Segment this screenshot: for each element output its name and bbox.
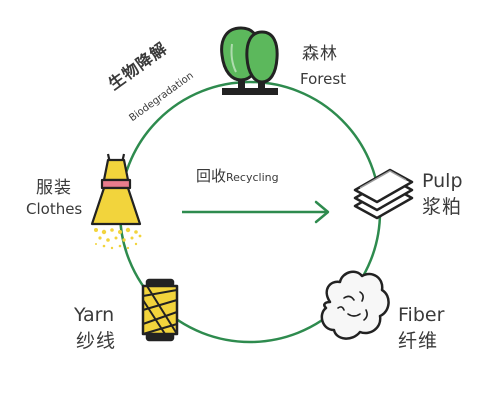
pulp-label-zh: 浆粕	[422, 196, 463, 218]
tree-icon	[220, 26, 279, 95]
recycling-arrow	[182, 200, 330, 224]
recycling-label-zh: 回收	[196, 167, 227, 185]
yarn-label-en: Yarn	[74, 304, 115, 326]
recycling-label: 回收Recycling	[196, 168, 279, 184]
fiber-label-zh: 纤维	[398, 330, 439, 352]
yarn-spool-icon	[141, 278, 179, 342]
fiber-label-en: Fiber	[398, 304, 445, 326]
dissolving-dots	[94, 227, 142, 250]
recycling-label-en: Recycling	[226, 171, 279, 184]
yarn-label-zh: 纱线	[76, 330, 117, 352]
forest-label-zh: 森林	[302, 44, 338, 64]
clothes-label-en: Clothes	[26, 200, 83, 218]
forest-label-en: Forest	[300, 70, 347, 88]
dress-icon	[90, 153, 142, 226]
clothes-label-zh: 服装	[36, 178, 72, 198]
pulp-label-en: Pulp	[422, 170, 463, 192]
fiber-ball-icon	[320, 270, 390, 340]
paper-stack-icon	[353, 168, 414, 220]
